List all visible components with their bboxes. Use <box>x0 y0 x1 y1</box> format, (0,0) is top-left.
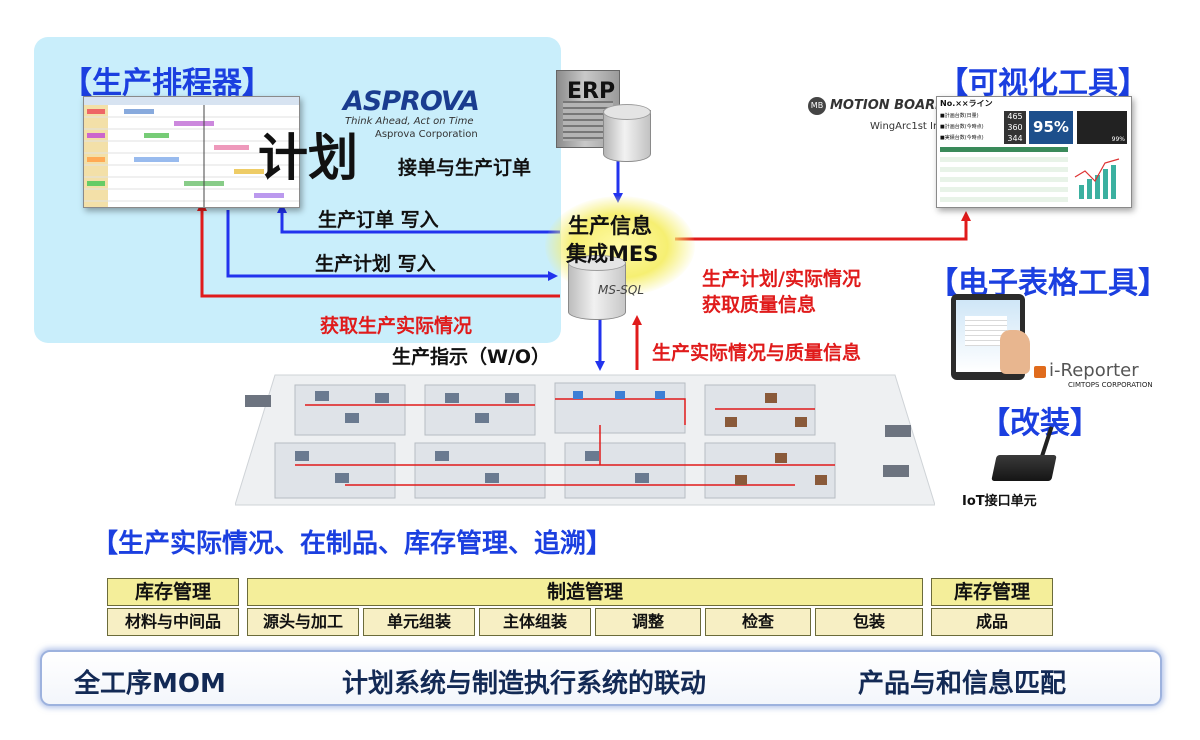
hand-graphic <box>1000 330 1030 374</box>
table-right-head: 库存管理 <box>931 578 1053 606</box>
dashboard-title: No.××ライン <box>940 99 993 108</box>
erp-db-top <box>603 104 651 120</box>
i-reporter-logo-icon <box>1034 366 1046 378</box>
plan-write-label: 生产计划 写入 <box>315 253 436 275</box>
dashboard-table <box>940 147 1068 207</box>
dashboard-screenshot: No.××ライン ■計画台数(日量) ■計画台数(今時点) ■実績台数(今時点)… <box>936 96 1132 208</box>
mes-db-top <box>568 255 626 271</box>
table-mid-sub-5: 检查 <box>705 608 811 636</box>
order-write-label: 生产订单 写入 <box>318 209 439 231</box>
table-mid-sub-3: 主体组装 <box>479 608 591 636</box>
scheduler-screenshot <box>83 96 300 208</box>
i-reporter-logo: i-Reporter <box>1049 360 1139 381</box>
table-mid-sub-6: 包装 <box>815 608 923 636</box>
table-mid-sub-2: 单元组装 <box>363 608 475 636</box>
mes-to-visual-arrow <box>675 211 971 241</box>
asprova-tagline: Think Ahead, Act on Time <box>345 116 474 127</box>
gantt-chart-graphic <box>84 97 299 207</box>
plan-write-arrow <box>226 210 558 281</box>
table-left-sub: 材料与中间品 <box>107 608 239 636</box>
motionboard-company: WingArc1st Inc. <box>870 121 948 132</box>
plan-actual-label-1: 生产计划/实际情况 <box>702 268 861 290</box>
dashboard-metric-values: 465 360 344 <box>1004 111 1026 144</box>
visual-tool-title: 【可视化工具】 <box>938 66 1148 101</box>
instruction-label: 生产指示（W/O） <box>392 346 551 368</box>
table-right-sub: 成品 <box>931 608 1053 636</box>
dashboard-rate: 95% <box>1029 111 1073 144</box>
asprova-logo: ASPROVA <box>343 86 480 117</box>
bottom-title: 【生产实际情况、在制品、库存管理、追溯】 <box>92 529 613 559</box>
table-left-head: 库存管理 <box>107 578 239 606</box>
motionboard-logo-icon: MB <box>808 97 826 115</box>
retrofit-title: 【改装】 <box>980 406 1100 441</box>
mes-label-line2: 集成MES <box>566 242 659 266</box>
i-reporter-company: CIMTOPS CORPORATION <box>1068 381 1153 389</box>
mom-bar: 全工序MOM 计划系统与制造执行系统的联动 产品与和信息匹配 <box>40 650 1162 706</box>
table-mid-sub-4: 调整 <box>595 608 701 636</box>
ms-sql-label: MS-SQL <box>598 283 645 297</box>
process-table: 库存管理 材料与中间品 制造管理 源头与加工 单元组装 主体组装 调整 检查 包… <box>107 578 1053 642</box>
erp-label: ERP <box>567 79 616 104</box>
order-receive-label: 接单与生产订单 <box>398 157 532 179</box>
scheduler-title: 【生产排程器】 <box>62 66 272 101</box>
plan-actual-label-2: 获取质量信息 <box>702 294 817 316</box>
table-mid-head: 制造管理 <box>247 578 923 606</box>
dashboard-metric-labels: ■計画台数(日量) ■計画台数(今時点) ■実績台数(今時点) <box>940 113 984 141</box>
table-mid-sub-1: 源头与加工 <box>247 608 359 636</box>
dashboard-mini-chart <box>1074 158 1120 199</box>
iot-device-icon <box>991 455 1057 481</box>
dashboard-side-panel: 99% <box>1077 111 1127 144</box>
actual-quality-label: 生产实际情况与质量信息 <box>652 342 862 364</box>
factory-floor-illustration <box>235 374 935 506</box>
get-actual-label: 获取生产实际情况 <box>320 315 473 337</box>
mes-label-line1: 生产信息 <box>568 214 652 238</box>
mom-center-text: 计划系统与制造执行系统的联动 <box>342 669 707 699</box>
asprova-company: Asprova Corporation <box>375 129 478 140</box>
order-write-arrow <box>277 203 560 234</box>
get-actual-arrow <box>197 201 560 298</box>
iot-device-label: IoT接口单元 <box>962 494 1037 509</box>
mom-left-text: 全工序MOM <box>74 669 226 699</box>
mom-right-text: 产品与和信息匹配 <box>858 669 1067 699</box>
plan-overlay-text: 计划 <box>258 129 358 187</box>
motionboard-logo: MOTION BOARD <box>830 98 946 113</box>
mes-db-icon <box>568 262 626 320</box>
